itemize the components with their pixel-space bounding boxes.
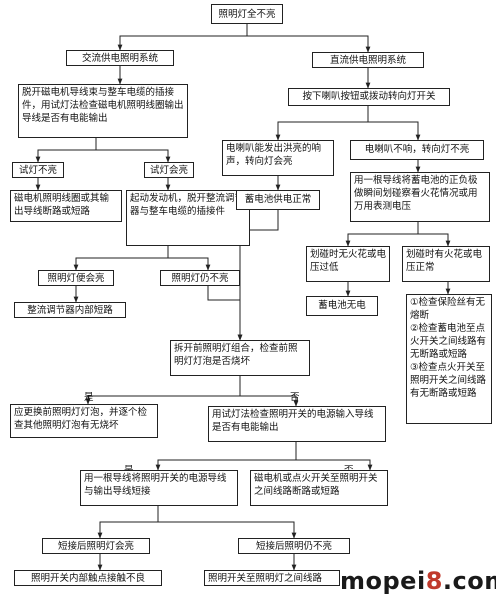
fault-wiring-node: 磁电机或点火开关至照明开关之间线路断路或短路 bbox=[250, 470, 388, 506]
ac-lamp-on-result-node: 整流调节器内部短路 bbox=[14, 302, 126, 318]
dc-horn-ok-node: 电喇叭能发出洪亮的响声，转向灯会亮 bbox=[222, 140, 334, 176]
dc-scratch-test-node: 用一根导线将蓄电池的正负极做瞬间划碰察看火花情况或用万用表测电压 bbox=[350, 172, 490, 222]
remove-headlight-node: 拆开前照明灯组合，检查前照明灯灯泡是否烧坏 bbox=[170, 340, 310, 376]
ac-lamp-on-node: 照明灯便会亮 bbox=[38, 270, 114, 286]
watermark-logo: mopei8.com bbox=[340, 567, 496, 595]
replace-bulb-node: 应更换前照明灯灯泡，并逐个检查其他照明灯泡有无烧坏 bbox=[10, 404, 158, 438]
ac-lamp-off-node: 照明灯仍不亮 bbox=[160, 270, 240, 286]
test-switch-input-node: 用试灯法检查照明开关的电源输入导线是否有电能输出 bbox=[208, 406, 386, 442]
dc-checklist-node: ①检查保险丝有无熔断 ②检查蓄电池至点火开关之间线路有无断路或短路 ③检查点火开… bbox=[406, 294, 492, 424]
title-node: 照明灯全不亮 bbox=[211, 4, 283, 24]
yes-label-1: 是 bbox=[84, 392, 94, 403]
ac-no-light-result-node: 磁电机照明线圈或其输出导线断路或短路 bbox=[10, 190, 122, 222]
after-short-on-node: 短接后照明灯会亮 bbox=[42, 538, 150, 554]
switch-contact-bad-node: 照明开关内部触点接触不良 bbox=[14, 570, 162, 586]
ac-check-node: 脱开磁电机导线束与整车电缆的插接件，用试灯法检查磁电机照明线圈输出导线是否有电能… bbox=[18, 84, 188, 138]
ac-branch-node: 交流供电照明系统 bbox=[66, 50, 174, 66]
dc-branch-node: 直流供电照明系统 bbox=[312, 52, 424, 68]
switch-to-lamp-node: 照明开关至照明灯之间线路 bbox=[204, 570, 340, 586]
dc-no-spark-node: 划碰时无火花或电压过低 bbox=[306, 246, 390, 282]
dc-battery-dead-node: 蓄电池无电 bbox=[306, 296, 378, 316]
dc-press-horn-node: 按下喇叭按钮或拨动转向灯开关 bbox=[288, 88, 450, 106]
ac-start-engine-node: 起动发动机，脱开整流调节器与整车电缆的插接件 bbox=[126, 190, 250, 246]
ac-no-light-node: 试灯不亮 bbox=[12, 162, 64, 178]
dc-spark-node: 划碰时有火花或电压正常 bbox=[402, 246, 490, 282]
ac-light-node: 试灯会亮 bbox=[144, 162, 194, 178]
dc-horn-fail-node: 电喇叭不响，转向灯不亮 bbox=[350, 140, 484, 160]
short-switch-node: 用一根导线将照明开关的电源导线与输出导线短接 bbox=[80, 470, 238, 506]
after-short-off-node: 短接后照明仍不亮 bbox=[238, 538, 350, 554]
dc-battery-ok-node: 蓄电池供电正常 bbox=[236, 190, 320, 210]
no-label-1: 否 bbox=[290, 392, 300, 403]
